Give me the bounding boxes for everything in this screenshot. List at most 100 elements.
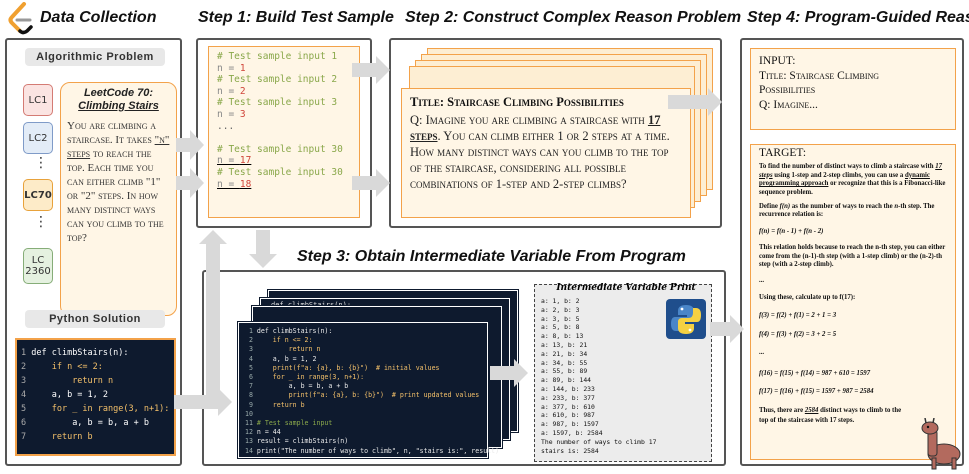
python-code-line: 7 return b (21, 430, 170, 444)
target-eq-3: f(4) = f(3) + f(2) = 3 + 2 = 5 (759, 330, 837, 338)
input-title: Title: Staircase Climbing Possibilities (759, 69, 947, 97)
lc-item-70[interactable]: LC70 (23, 179, 53, 211)
target-para-1: To find the number of distinct ways to c… (759, 163, 947, 197)
line-number: 1 (21, 348, 32, 358)
problem-text: You are climbing a staircase. It takes "… (67, 119, 170, 245)
print-title: Intermediate Variable Print (556, 283, 696, 293)
program-code-line: 14 print("The number of ways to climb", … (245, 446, 499, 456)
step3-panel: def climbStairs(n): 1 def climbStairs(n)… (202, 270, 726, 466)
test-sample-comment: ... (217, 120, 235, 132)
header-step3: Step 3: Obtain Intermediate Variable Fro… (297, 248, 686, 265)
line-number: 5 (245, 363, 257, 372)
python-solution-label: Python Solution (25, 310, 165, 328)
python-code-block: 1 def climbStairs(n):2 if n <= 2:3 retur… (15, 338, 176, 456)
flow-arrow-head (190, 130, 204, 160)
python-code-line: 3 return n (21, 374, 170, 388)
flow-arrow (174, 395, 218, 409)
lc-item-2[interactable]: LC2 (23, 122, 53, 154)
code-text: a, b = 1, 2 (256, 354, 317, 363)
assign-value: 3 (239, 108, 246, 120)
test-sample-comment: # Test sample input 30 (217, 143, 343, 155)
data-collection-panel: Algorithmic Problem LC1 LC2 ⋮ LC70 ⋮ LC … (5, 38, 182, 466)
complex-problem-title: Title: Staircase Climbing Possibilities (410, 95, 624, 109)
code-text: if n <= 2: (256, 336, 313, 345)
code-text: for _ in range(3, n+1): (256, 373, 365, 382)
line-number: 14 (245, 446, 257, 455)
leetcode-logo-icon (6, 2, 36, 36)
line-number: 7 (21, 432, 32, 442)
line-number: 5 (21, 404, 32, 414)
target-eq-5: f(17) = f(16) + f(15) = 1597 + 987 = 258… (759, 387, 874, 395)
print-output-line: a: 2, b: 3 (541, 305, 580, 314)
program-code-line: 11 # Test sample input (245, 419, 481, 428)
test-sample-comment: # Test sample input 2 (217, 74, 338, 86)
code-text: print(f"a: {a}, b: {b}") # print updated… (256, 391, 480, 400)
target-label: TARGET: (759, 147, 807, 159)
line-number: 1 (245, 327, 257, 335)
program-code-line: 5 print(f"a: {a}, b: {b}") # initial val… (245, 364, 481, 373)
target-eq-1: f(n) = f(n - 1) + f(n - 2) (759, 227, 824, 235)
flow-arrow (206, 244, 220, 396)
target-para-2: Define f(n) as the number of ways to rea… (759, 203, 947, 220)
line-number: 6 (21, 418, 32, 428)
code-text: n = 44 (256, 428, 281, 437)
code-text: def climbStairs(n): (31, 348, 129, 358)
print-output-line: a: 3, b: 5 (541, 314, 580, 323)
algorithmic-problem-label: Algorithmic Problem (25, 48, 165, 66)
step2-panel: Title: Staircase Climbing Possibilities … (389, 38, 722, 228)
target-para-5: Thus, there are 2584 distinct ways to cl… (759, 406, 909, 426)
flow-arrow-head (199, 230, 227, 244)
code-card-main: 1 def climbStairs(n): 2 if n <= 2: 3 ret… (238, 322, 499, 458)
code-text: result = climbStairs(n) (256, 437, 349, 446)
line-number: 9 (245, 400, 257, 409)
python-logo-icon (666, 299, 706, 339)
assign-value: 2 (239, 85, 246, 97)
assign-value: 17 (239, 155, 252, 167)
program-code-line: 8 print(f"a: {a}, b: {b}") # print updat… (245, 391, 481, 400)
lc-item-2360[interactable]: LC 2360 (23, 248, 53, 284)
program-code-line: 7 a, b = b, a + b (245, 382, 481, 391)
header-step4: Step 4: Program-Guided Reason (747, 9, 969, 26)
print-output-line: a: 1597, b: 2584 (541, 428, 603, 437)
print-output-line: a: 55, b: 89 (541, 367, 588, 376)
flow-arrow-head (730, 315, 744, 343)
line-number: 4 (21, 390, 32, 400)
flow-arrow (176, 176, 190, 190)
input-title-2: Possibilities (759, 84, 816, 96)
code-text: return b (256, 400, 305, 409)
t-p5-a: Thus, there are (759, 407, 805, 415)
problem-text-part2: to reach the top. Each time you can eith… (67, 148, 164, 244)
program-code-line: 10 (245, 410, 481, 419)
code-text: for _ in range(3, n+1): (31, 404, 170, 414)
flow-arrow (352, 176, 376, 190)
line-number: 3 (245, 345, 257, 354)
target-dots-1: ... (759, 277, 765, 285)
print-output-line: a: 8, b: 13 (541, 332, 584, 341)
print-output-line: a: 610, b: 987 (541, 411, 595, 420)
spacer (217, 132, 351, 144)
problem-card: LeetCode 70: Climbing Stairs You are cli… (60, 82, 177, 316)
code-text: a, b = b, a + b (31, 418, 149, 428)
line-number: 13 (245, 437, 257, 446)
program-code-line: 9 return b (245, 401, 481, 410)
assign-value: 18 (239, 178, 252, 190)
program-code-line: 6 for _ in range(3, n+1): (245, 373, 481, 382)
line-number: 11 (245, 419, 257, 428)
t-p1-dp: dynamic programming approach (759, 171, 930, 188)
line-number: 10 (245, 409, 257, 418)
code-text: print(f"a: {a}, b: {b}") # initial value… (256, 363, 440, 372)
program-code-line: 2 if n <= 2: (245, 336, 481, 345)
flow-arrow-head (376, 169, 390, 197)
assign-text: n = (217, 155, 240, 167)
code-text: print("The number of ways to climb", n, … (256, 446, 500, 455)
input-title-1: Title: Staircase Climbing (759, 70, 880, 82)
test-sample-comment: # Test sample input 3 (217, 97, 338, 109)
problem-title: LeetCode 70: Climbing Stairs (67, 87, 170, 113)
line-number: 3 (21, 376, 32, 386)
lc-item-1[interactable]: LC1 (23, 84, 53, 116)
complex-problem-question: Q: Imagine you are climbing a staircase … (410, 112, 682, 192)
print-output-line: a: 89, b: 144 (541, 376, 592, 385)
